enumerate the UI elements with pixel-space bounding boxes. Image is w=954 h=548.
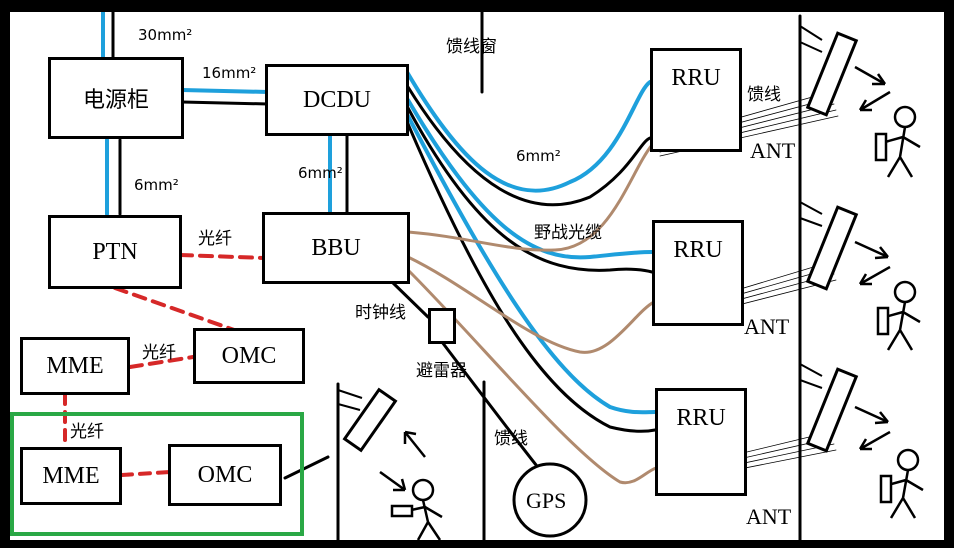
core-network-frame [10, 412, 304, 536]
ptn-label: PTN [92, 238, 138, 265]
connections-layer [10, 12, 924, 540]
fiber-ptn-omc [113, 286, 242, 334]
omc-box-2: OMC [168, 444, 282, 506]
cable-dcdu-rru2-blue [406, 98, 654, 260]
mme-label-2: MME [42, 462, 100, 489]
field-cable-rru3 [406, 268, 658, 485]
antenna-icon [799, 363, 859, 453]
cable-6mm-rru-label: 6mm² [516, 147, 561, 165]
field-cable-rru2 [406, 255, 656, 354]
power-cabinet-label: 电源柜 [82, 88, 149, 113]
mme-box-2: MME [20, 447, 122, 505]
cable-6mm-power-label: 6mm² [134, 176, 179, 194]
cable-dcdu-rru2-black [406, 106, 654, 274]
mme-label-1: MME [46, 352, 104, 379]
antenna-icon [799, 201, 859, 291]
cable-power-dcdu-black [180, 100, 270, 106]
rru-label-1: RRU [671, 65, 721, 91]
diagram-canvas: 电源柜 DCDU PTN BBU MME OMC MME OMC RRU RRU… [10, 12, 944, 540]
fiber-mme-omc [128, 355, 195, 369]
lightning-arrester-box [428, 308, 456, 344]
signal-arrow-icon [379, 65, 891, 492]
feeder-ant-label: 馈线 [747, 85, 781, 105]
rru-box-1: RRU [650, 48, 742, 152]
feeder-gps-label: 馈线 [494, 429, 528, 449]
omc-box-1: OMC [193, 328, 305, 384]
fiber-mme-mme-label: 光纤 [70, 422, 104, 442]
antenna-icon [799, 25, 859, 117]
clock-line-label: 时钟线 [355, 303, 406, 323]
cable-power-dcdu-blue [180, 88, 270, 94]
mme-box-1: MME [20, 337, 130, 395]
rru-label-2: RRU [673, 237, 723, 263]
cable-30mm-label: 30mm² [138, 26, 193, 44]
gps-label: GPS [526, 488, 567, 513]
power-cabinet-box: 电源柜 [48, 57, 184, 139]
ant-label-2: ANT [744, 314, 790, 339]
feeder-gps [440, 340, 542, 472]
feeder-window-label: 馈线窗 [446, 37, 497, 57]
cable-dcdu-rru3-black [406, 122, 657, 433]
rru-label-3: RRU [676, 405, 726, 431]
lightning-arrester-label: 避雷器 [416, 361, 467, 381]
ant-label-3: ANT [746, 504, 792, 529]
fiber-ptn-bbu-label: 光纤 [198, 229, 232, 249]
cable-16mm-label: 16mm² [202, 64, 257, 82]
field-cable-rru1 [406, 143, 654, 252]
clock-line [388, 278, 430, 319]
rru-box-2: RRU [652, 220, 744, 326]
ant-label-1: ANT [750, 138, 796, 163]
cable-dcdu-rru3-blue [406, 114, 657, 415]
bbu-box: BBU [262, 212, 410, 284]
bbu-label: BBU [311, 234, 361, 261]
ptn-box: PTN [48, 215, 182, 289]
cable-6mm-dcdu-label: 6mm² [298, 164, 343, 182]
dcdu-box: DCDU [265, 64, 409, 136]
cable-dcdu-rru1-blue [405, 70, 652, 193]
gps-antenna [512, 462, 588, 538]
omc-label-2: OMC [197, 461, 253, 488]
fiber-mme-omc-label: 光纤 [142, 343, 176, 363]
antenna-icon [337, 387, 398, 453]
phone-icon [390, 132, 893, 518]
fiber-mme2-omc2 [120, 470, 172, 477]
rru-box-3: RRU [655, 388, 747, 496]
dcdu-label: DCDU [302, 86, 371, 113]
link-omc2-antenna [283, 455, 330, 480]
person-icon [401, 105, 924, 540]
cable-dcdu-rru1-black [406, 85, 652, 207]
fiber-ptn-bbu [178, 253, 267, 260]
field-cable-label: 野战光缆 [534, 223, 602, 243]
omc-label-1: OMC [221, 342, 277, 369]
